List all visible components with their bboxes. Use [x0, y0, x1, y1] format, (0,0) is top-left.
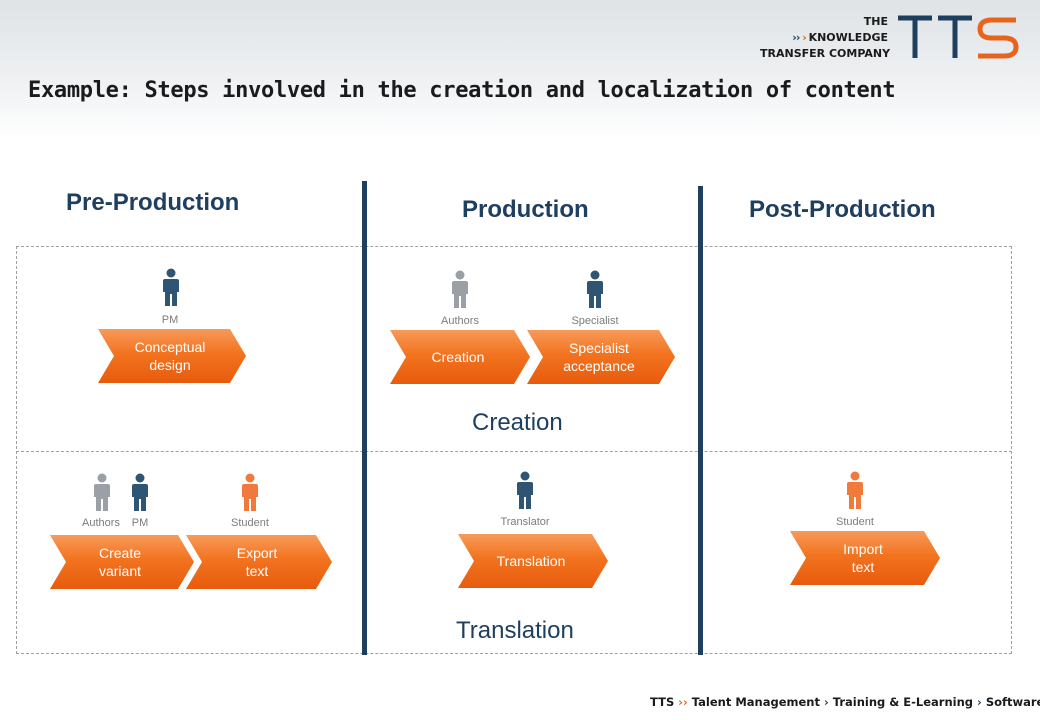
step-translation[interactable]: Translation	[458, 534, 608, 588]
footer-brand: TTS	[650, 695, 675, 709]
role-label-student: Student	[231, 517, 269, 529]
person-icon-student	[242, 473, 258, 511]
role-label-authors: Authors	[82, 517, 120, 529]
process-grid	[16, 246, 1012, 654]
footer-item-software: Software	[985, 695, 1040, 709]
step-creation[interactable]: Creation	[390, 330, 530, 384]
footer-tagline: TTS ›› Talent Management › Training & E-…	[650, 695, 1040, 709]
role-label-translator: Translator	[500, 516, 550, 528]
role-label-pm: PM	[131, 517, 149, 529]
role-label-specialist: Specialist	[571, 315, 619, 327]
page-title: Example: Steps involved in the creation …	[28, 78, 896, 103]
phase-divider-2	[698, 186, 703, 655]
chevron-icon: ›	[823, 695, 829, 709]
tts-logo-mark	[898, 15, 1019, 59]
logo-line-knowledge: KNOWLEDGE	[808, 31, 888, 44]
row-label-creation: Creation	[472, 409, 563, 436]
logo-line-the: THE	[863, 15, 888, 28]
chevron-icon: ›	[802, 31, 809, 44]
header-band	[0, 0, 1040, 140]
footer-item-training: Training & E-Learning	[832, 695, 974, 709]
person-icon-authors	[94, 473, 110, 511]
row-label-translation: Translation	[456, 617, 574, 644]
double-chevron-icon: ››	[792, 31, 803, 44]
company-logo-text: THE ›› › KNOWLEDGE TRANSFER COMPANY	[760, 14, 891, 62]
person-icon-student	[847, 471, 863, 509]
step-conceptual-design[interactable]: Conceptual design	[98, 329, 246, 383]
footer-item-talent: Talent Management	[691, 695, 820, 709]
role-label-student: Student	[836, 516, 874, 528]
step-specialist-acceptance[interactable]: Specialist acceptance	[527, 330, 675, 384]
role-label-authors: Authors	[441, 315, 479, 327]
person-icon-pm	[132, 473, 148, 511]
person-icon-pm	[163, 268, 179, 306]
phase-post-production: Post-Production	[749, 196, 936, 223]
step-import-text[interactable]: Import text	[790, 531, 940, 585]
person-icon-translator	[517, 471, 533, 509]
phase-divider-1	[362, 181, 367, 655]
logo-line-transfer: TRANSFER COMPANY	[760, 47, 891, 60]
step-create-variant[interactable]: Create variant	[50, 535, 194, 589]
double-chevron-icon: ››	[678, 695, 688, 709]
role-label-pm: PM	[161, 314, 179, 326]
phase-production: Production	[462, 196, 589, 223]
person-icon-specialist	[587, 270, 603, 308]
person-icon-authors	[452, 270, 468, 308]
chevron-icon: ›	[977, 695, 982, 709]
row-divider	[16, 451, 1012, 452]
step-export-text[interactable]: Export text	[186, 535, 332, 589]
phase-pre-production: Pre-Production	[66, 189, 240, 216]
